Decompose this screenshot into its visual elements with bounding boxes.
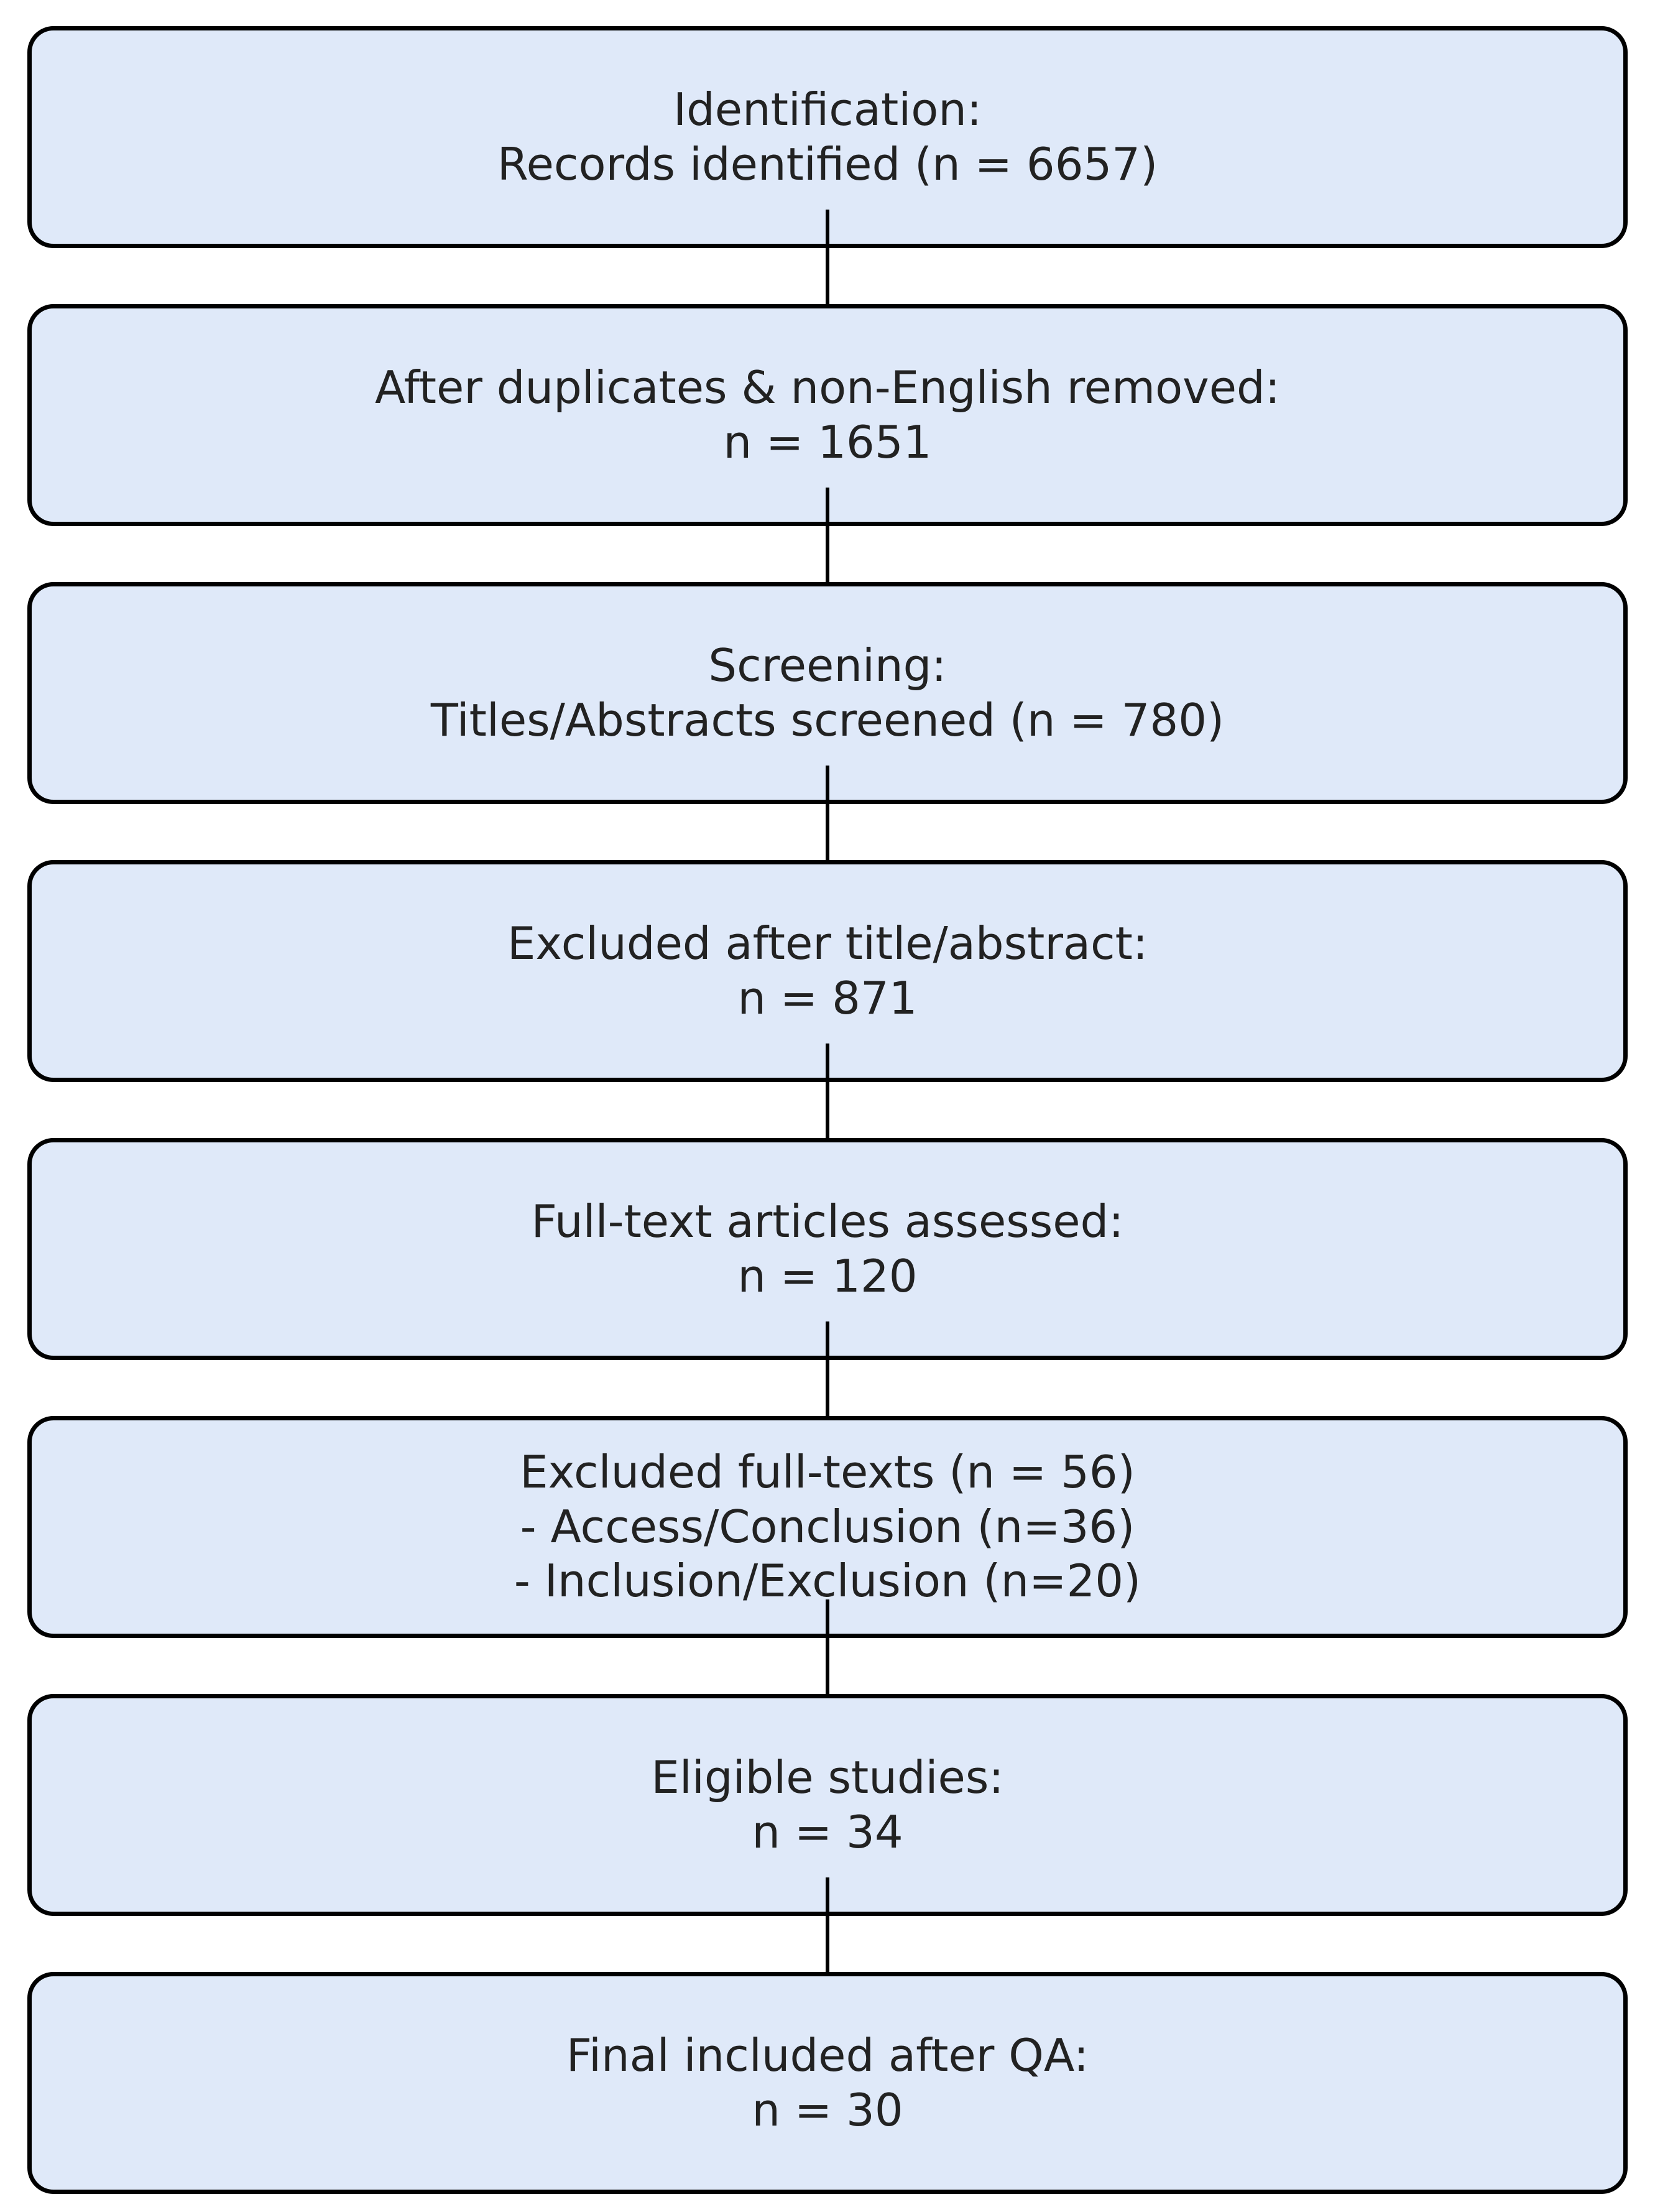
flow-node-fulltext-assessed: Full-text articles assessed:n = 120 — [27, 1138, 1628, 1360]
node-text-line: n = 871 — [737, 971, 918, 1024]
node-text-line: Full-text articles assessed: — [531, 1195, 1124, 1247]
node-text-line: Excluded after title/abstract: — [507, 917, 1148, 969]
node-text-line: Final included after QA: — [566, 2029, 1089, 2081]
node-text-line: Screening: — [708, 639, 947, 692]
node-text-line: n = 30 — [752, 2083, 903, 2136]
node-text-line: Records identified (n = 6657) — [497, 137, 1158, 190]
flow-node-final-included: Final included after QA:n = 30 — [27, 1972, 1628, 2194]
node-text-line: After duplicates & non-English removed: — [374, 361, 1281, 414]
node-text-line: Eligible studies: — [651, 1751, 1004, 1803]
node-text-line: - Inclusion/Exclusion (n=20) — [514, 1555, 1141, 1608]
node-text-line: n = 34 — [752, 1805, 903, 1858]
node-text-line: Identification: — [673, 83, 982, 136]
node-text-line: n = 1651 — [723, 415, 932, 468]
node-text-line: Titles/Abstracts screened (n = 780) — [430, 693, 1225, 746]
node-text-line: - Access/Conclusion (n=36) — [520, 1500, 1135, 1553]
node-text-line: Excluded full-texts (n = 56) — [520, 1445, 1135, 1498]
node-text-line: n = 120 — [737, 1249, 918, 1302]
